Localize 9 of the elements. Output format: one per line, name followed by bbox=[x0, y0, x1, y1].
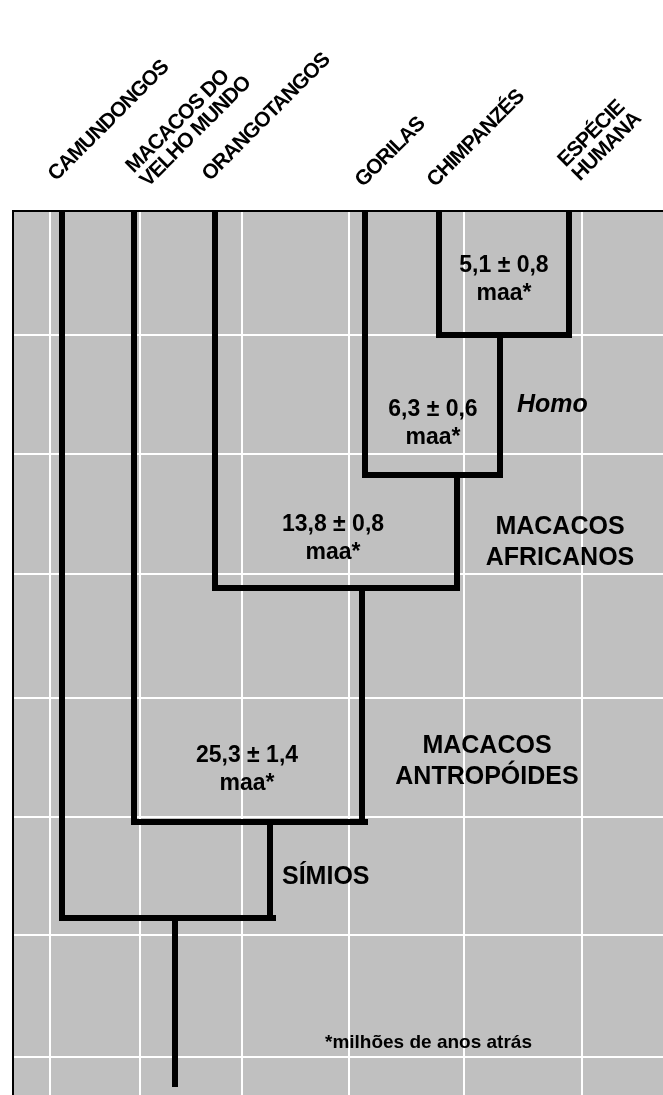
footnote: *milhões de anos atrás bbox=[325, 1030, 533, 1054]
clade-label: MACACOS AFRICANOS bbox=[484, 510, 636, 571]
genus-label: Homo bbox=[517, 388, 589, 419]
clade-label: SÍMIOS bbox=[282, 860, 371, 891]
divergence-time: 25,3 ± 1,4 maa* bbox=[194, 740, 300, 797]
divergence-time: 13,8 ± 0,8 maa* bbox=[280, 509, 386, 566]
clade-label: MACACOS ANTROPÓIDES bbox=[394, 729, 580, 790]
divergence-time: 6,3 ± 0,6 maa* bbox=[387, 394, 479, 451]
divergence-time: 5,1 ± 0,8 maa* bbox=[458, 250, 550, 307]
